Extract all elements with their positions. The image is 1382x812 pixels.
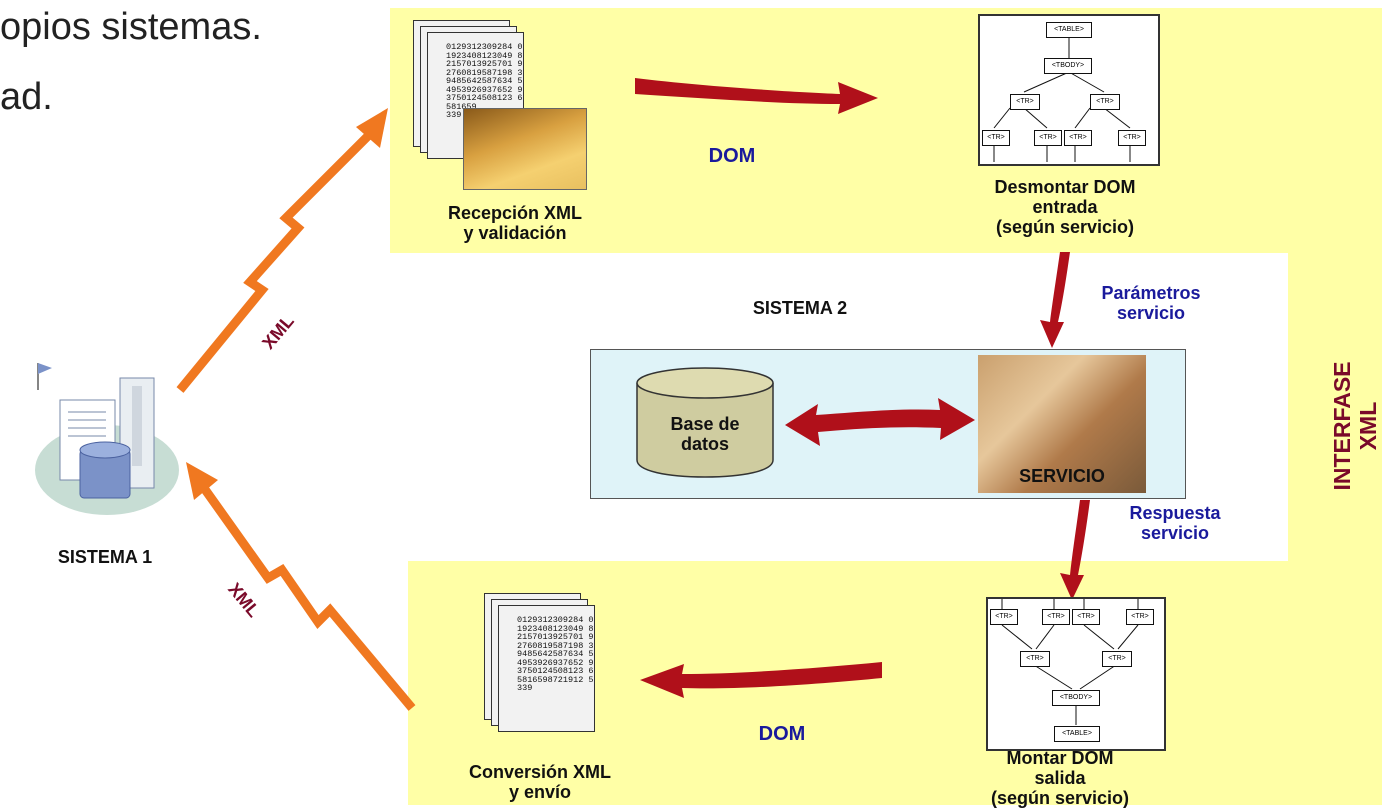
dom-tree-input-lines (993, 38, 1131, 162)
reception-label-line1: Recepción XML (447, 203, 583, 223)
tree-node-table: <TABLE> (1054, 726, 1100, 742)
dom-tree-output: <TR> <TR> <TR> <TR> <TR> <TR> <TBODY> <T… (986, 597, 1166, 751)
database-label-line2: datos (680, 434, 729, 454)
service-label: SERVICIO (1019, 466, 1105, 486)
tree-node-tr: <TR> (982, 130, 1010, 146)
service-photo (978, 355, 1146, 493)
db-service-arrow (785, 398, 975, 446)
response-label-line1: Respuesta (1129, 503, 1221, 523)
doc-numbers: 0129312309284 0 1923408123049 8 21570139… (517, 615, 594, 693)
dom-bottom-label: DOM (758, 723, 806, 745)
response-label: Respuesta servicio (1100, 503, 1250, 543)
tree-node-tr: <TR> (1118, 130, 1146, 146)
xml-down-arrow (200, 485, 416, 711)
interfase-label: INTERFASE XML (1329, 336, 1381, 516)
conversion-documents: 0129312309284 0 1923408123049 8 21570139… (484, 593, 624, 743)
conversion-label-line1: Conversión XML (468, 762, 611, 782)
reception-label-line2: y validación (463, 223, 567, 243)
disassemble-label-line1: Desmontar DOM (994, 177, 1136, 197)
intro-text-line1: opios sistemas. (0, 6, 262, 48)
params-label-line1: Parámetros (1101, 283, 1201, 303)
conversion-label-line2: y envío (508, 782, 572, 802)
tree-node-tr: <TR> (1034, 130, 1062, 146)
database-cylinder (636, 367, 774, 478)
dom-bottom-arrow (640, 662, 882, 698)
database-label: Base de datos (635, 414, 775, 454)
sistema1-label: SISTEMA 1 (57, 547, 153, 567)
doc-numbers: 0129312309284 0 1923408123049 8 21570139… (446, 42, 523, 120)
dom-tree-input: <TABLE> <TBODY> <TR> <TR> <TR> <TR> <TR>… (978, 14, 1160, 166)
params-label: Parámetros servicio (1076, 283, 1226, 323)
doc-sheet: 0129312309284 0 1923408123049 8 21570139… (498, 605, 595, 732)
tree-node-tr: <TR> (990, 609, 1018, 625)
tree-node-tr: <TR> (1072, 609, 1100, 625)
conversion-label: Conversión XML y envío (430, 762, 650, 802)
reception-label: Recepción XML y validación (410, 203, 620, 243)
xml-up-arrow (176, 128, 376, 393)
dom-tree-output-lines (1001, 599, 1139, 725)
assemble-label-line1: Montar DOM (1006, 748, 1114, 768)
tree-node-tr: <TR> (1090, 94, 1120, 110)
right-panel (1288, 8, 1382, 805)
tree-node-table: <TABLE> (1046, 22, 1092, 38)
disassemble-label: Desmontar DOM entrada (según servicio) (950, 177, 1180, 237)
dom-top-arrow (635, 78, 878, 114)
tree-node-tr: <TR> (1010, 94, 1040, 110)
tree-node-tbody: <TBODY> (1044, 58, 1092, 74)
assemble-label-line2: salida (1034, 768, 1086, 788)
tree-node-tr: <TR> (1126, 609, 1154, 625)
disassemble-label-line2: entrada (1032, 197, 1098, 217)
tree-node-tr: <TR> (1064, 130, 1092, 146)
response-arrow (1060, 500, 1090, 600)
params-label-line2: servicio (1116, 303, 1186, 323)
params-arrow (1040, 252, 1070, 348)
sistema2-label: SISTEMA 2 (752, 298, 848, 318)
interfase-label-line2: XML (1355, 401, 1381, 451)
disassemble-label-line3: (según servicio) (995, 217, 1135, 237)
tree-node-tr: <TR> (1020, 651, 1050, 667)
dom-top-label: DOM (708, 145, 756, 167)
response-label-line2: servicio (1140, 523, 1210, 543)
tree-node-tbody: <TBODY> (1052, 690, 1100, 706)
assemble-label-line3: (según servicio) (990, 788, 1130, 808)
assemble-label: Montar DOM salida (según servicio) (945, 748, 1175, 808)
tree-node-tr: <TR> (1042, 609, 1070, 625)
reception-photo (463, 108, 587, 190)
intro-text-line2: ad. (0, 76, 53, 118)
database-label-line1: Base de (670, 414, 740, 434)
interfase-label-line1: INTERFASE (1329, 361, 1355, 491)
tree-node-tr: <TR> (1102, 651, 1132, 667)
server-icon (35, 363, 179, 515)
